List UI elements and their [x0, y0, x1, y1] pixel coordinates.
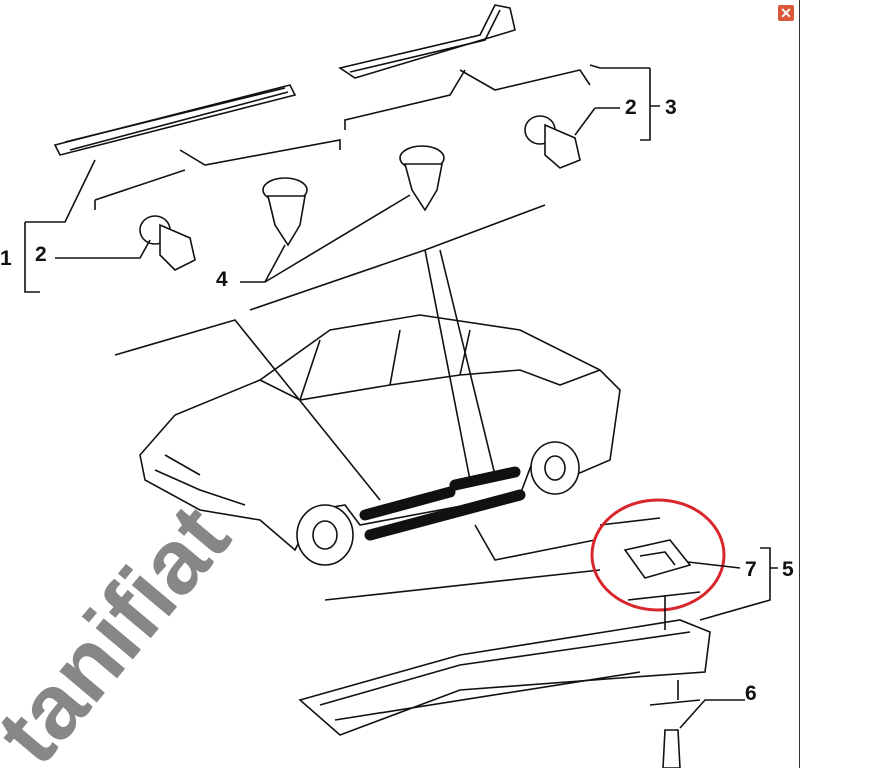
push-clip-part-4-right: [399, 145, 445, 212]
callout-7: 7: [745, 558, 757, 581]
watermark: tanifiat: [0, 486, 249, 768]
close-icon: ✕: [780, 5, 792, 21]
callout-2-right: 2: [625, 96, 637, 119]
car-illustration: [139, 314, 621, 566]
callout-3: 3: [665, 96, 677, 119]
push-clip-part-4-left: [262, 177, 308, 247]
callout-4: 4: [216, 268, 228, 291]
callout-2-left: 2: [35, 243, 47, 266]
close-button[interactable]: ✕: [778, 5, 794, 21]
panel-divider: [799, 0, 800, 768]
highlight-circle: [590, 498, 726, 612]
left-sill-strip: [53, 84, 341, 210]
callout-5: 5: [782, 558, 794, 581]
stud-part-6: [662, 699, 745, 768]
right-sill-strip: [338, 4, 591, 130]
callout-6: 6: [745, 682, 757, 705]
clip-part-2-left: [139, 215, 196, 271]
clip-part-2-right: [524, 115, 581, 169]
sill-clip-part-7: [599, 517, 701, 601]
callout-1: 1: [0, 247, 12, 270]
lower-sill-panel: [298, 596, 711, 736]
